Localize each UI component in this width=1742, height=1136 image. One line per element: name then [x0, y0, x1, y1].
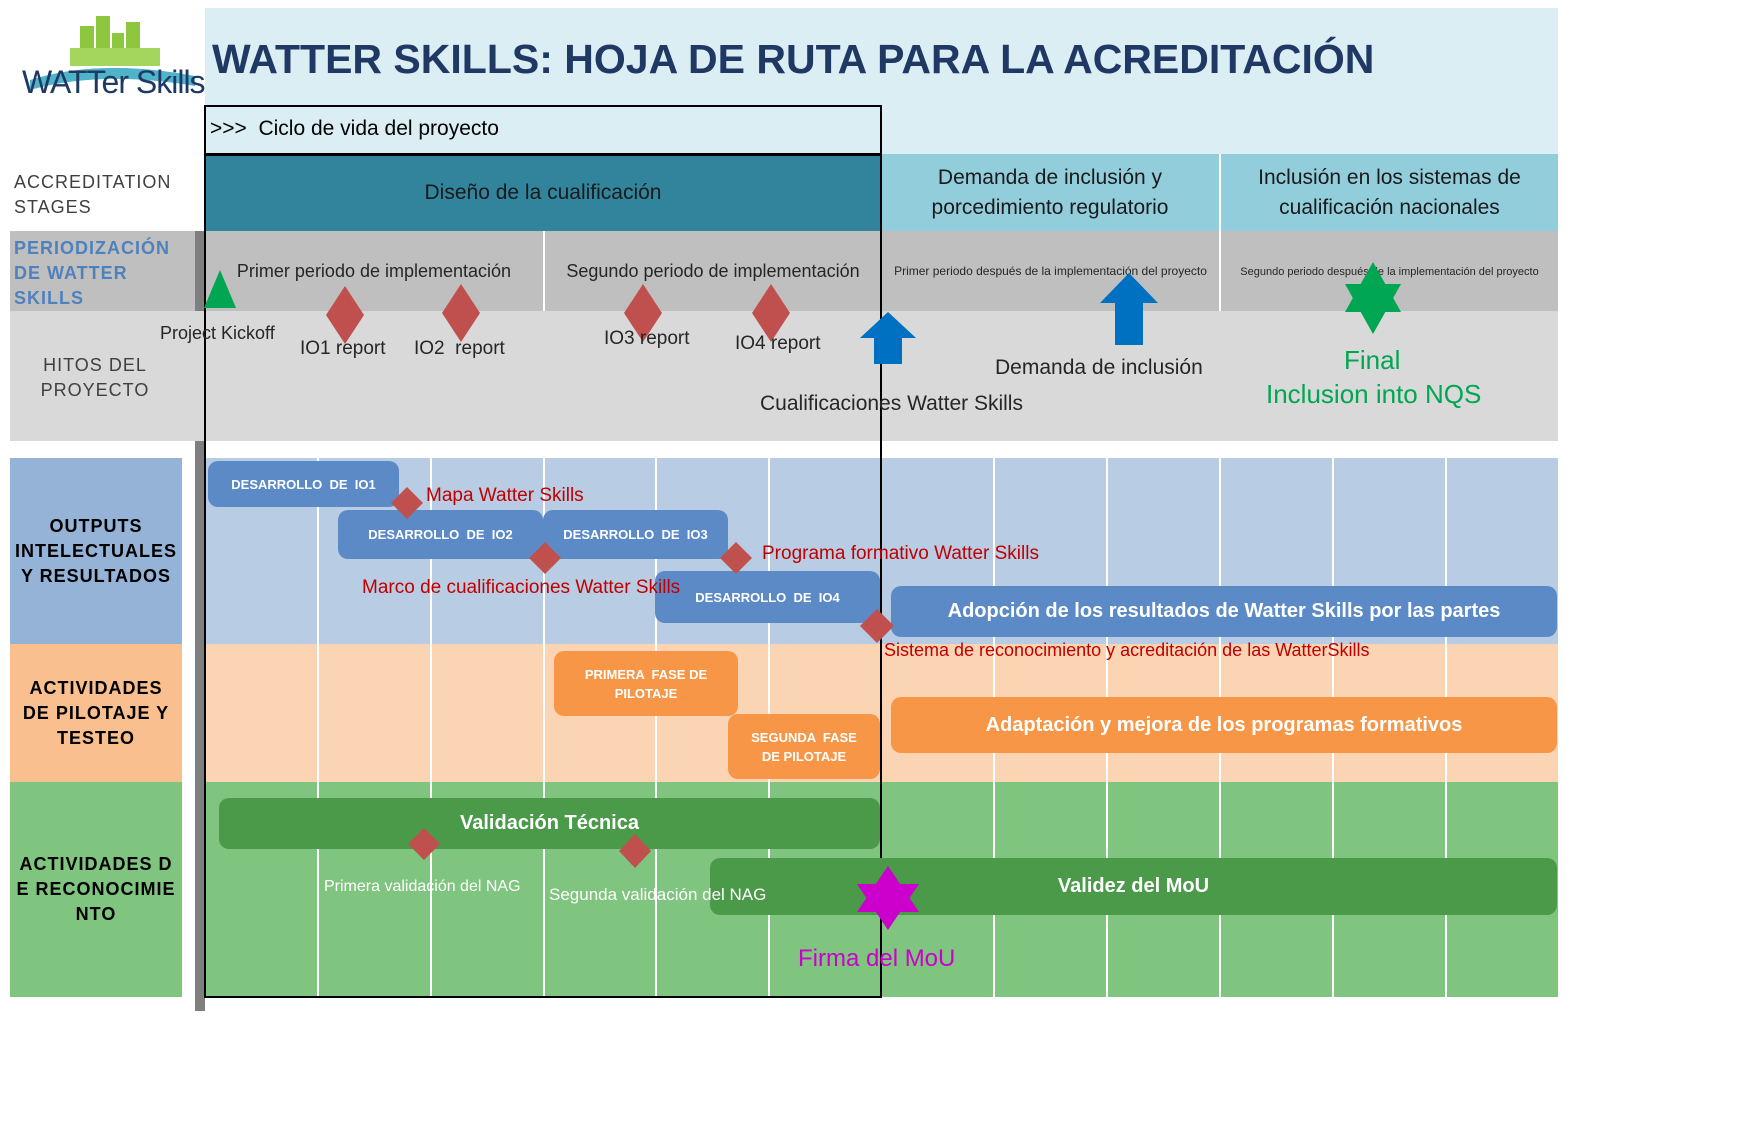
- label-recognition-system: Sistema de reconocimiento y acreditación…: [884, 640, 1370, 660]
- milestone-final-nqs: Inclusion into NQS: [1266, 379, 1482, 409]
- stage-3: Inclusión en los sistemas de cualificaci…: [1221, 154, 1558, 231]
- inclusion-arrow-icon: [1100, 273, 1158, 345]
- io4-diamond-icon: [752, 284, 790, 342]
- second-nag-diamond-icon: [619, 834, 651, 868]
- logo: WATTer Skills: [10, 8, 206, 108]
- milestone-row-bg: [10, 311, 1558, 441]
- qualifications-arrow-icon: [860, 312, 916, 364]
- label-mou-signature: Firma del MoU: [798, 945, 956, 972]
- bar-pilot-phase2: SEGUNDA FASE DE PILOTAJE: [728, 714, 880, 779]
- label-stages: ACCREDITATION STAGES: [14, 172, 172, 217]
- label-outputs: OUTPUTS INTELECTUALES Y RESULTADOS: [10, 458, 182, 644]
- first-nag-diamond-icon: [408, 828, 440, 860]
- page-title: WATTER SKILLS: HOJA DE RUTA PARA LA ACRE…: [212, 36, 1375, 82]
- bar-adaptation: Adaptación y mejora de los programas for…: [891, 697, 1557, 753]
- milestone-kickoff: Project Kickoff: [160, 323, 275, 343]
- milestone-io2: IO2 report: [414, 338, 505, 359]
- period-2: Segundo periodo de implementación: [566, 260, 860, 281]
- bar-adoption: Adopción de los resultados de Watter Ski…: [891, 586, 1557, 637]
- label-recognition: ACTIVIDADES DE RECONOCIMIENTO: [10, 782, 182, 997]
- project-cycle-frame: [204, 154, 882, 998]
- milestone-io3: IO3 report: [604, 328, 690, 349]
- logo-icon: [30, 16, 195, 90]
- stage-1: [205, 154, 881, 231]
- bar-mou-validity: Validez del MoU: [710, 858, 1557, 915]
- training-program-diamond-icon: [720, 542, 752, 574]
- bar-technical-validation: Validación Técnica: [219, 798, 880, 849]
- label-training-program: Programa formativo Watter Skills: [762, 543, 1039, 564]
- milestone-io4: IO4 report: [735, 333, 821, 354]
- bar-dev-io3: DESARROLLO DE IO3: [543, 510, 728, 559]
- stage-1-label: Diseño de la cualificación: [424, 180, 662, 204]
- period-4: Segundo periodo después de la implementa…: [1240, 266, 1539, 278]
- milestone-qualifications: Cualificaciones Watter Skills: [760, 392, 1023, 415]
- logo-text: WATTer Skills: [22, 64, 206, 100]
- label-map: Mapa Watter Skills: [426, 485, 584, 506]
- io3-diamond-icon: [624, 284, 662, 342]
- io2-diamond-icon: [442, 284, 480, 342]
- label-periods-bg: [10, 231, 195, 311]
- label-milestones: HITOS DEL PROYECTO: [40, 355, 150, 400]
- recognition-system-diamond-icon: [860, 609, 894, 643]
- io1-diamond-icon: [326, 286, 364, 344]
- framework-diamond-icon: [529, 542, 561, 574]
- label-second-nag: Segunda validación del NAG: [549, 885, 767, 904]
- label-periods: PERIODIZACIÓN DE WATTER SKILLS: [14, 238, 171, 308]
- project-cycle-label: >>> Ciclo de vida del proyecto: [210, 117, 499, 140]
- bar-dev-io1: DESARROLLO DE IO1: [208, 461, 399, 507]
- left-gray-bar: [195, 441, 205, 1011]
- period-3: Primer periodo después de la implementac…: [894, 264, 1207, 278]
- mou-signature-star-icon: [857, 866, 919, 930]
- period-1: Primer periodo de implementación: [236, 260, 512, 281]
- label-framework: Marco de cualificaciones Watter Skills: [362, 577, 681, 598]
- kickoff-triangle-icon: [204, 270, 236, 308]
- label-piloting: ACTIVIDADES DE PILOTAJE Y TESTEO: [10, 644, 182, 782]
- left-gray-bar-top: [195, 231, 205, 311]
- map-diamond-icon: [391, 487, 423, 519]
- bar-pilot-phase1: PRIMERA FASE DE PILOTAJE: [554, 651, 738, 716]
- milestone-io1: IO1 report: [300, 338, 386, 359]
- stage-2: Demanda de inclusión y porcedimiento reg…: [881, 154, 1219, 231]
- final-star-icon: [1345, 262, 1401, 334]
- bar-dev-io2: DESARROLLO DE IO2: [338, 510, 543, 559]
- milestone-final: Final: [1344, 345, 1401, 375]
- milestone-inclusion-demand: Demanda de inclusión: [995, 356, 1203, 379]
- label-first-nag: Primera validación del NAG: [324, 878, 521, 895]
- bar-dev-io4: DESARROLLO DE IO4: [655, 571, 880, 623]
